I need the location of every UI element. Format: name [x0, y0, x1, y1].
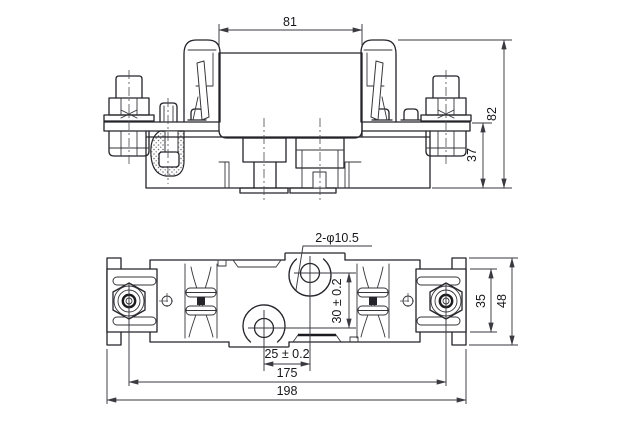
fuse-clip-right: [360, 39, 397, 123]
hole-centerlines: [248, 256, 356, 371]
terminal-plate-right: [361, 121, 471, 138]
dim-198-label: 198: [277, 384, 298, 398]
plate-screw-right-2: [400, 108, 422, 121]
rivet-left: [159, 293, 175, 309]
dim-81: 81: [218, 15, 363, 46]
fuse-body: [218, 52, 363, 139]
dim-175: 175: [128, 283, 447, 386]
rivet-right: [400, 293, 416, 309]
dim-35-label: 35: [474, 294, 488, 308]
dim-198: 198: [106, 349, 467, 404]
dim-30: 30 ± 0.2: [330, 272, 352, 329]
dim-holes: 2-φ10.5: [295, 231, 372, 291]
dim-81-label: 81: [283, 15, 297, 29]
plate-slots-right: [416, 276, 461, 326]
dim-37: 37: [465, 122, 492, 189]
dim-48-label: 48: [495, 294, 509, 308]
clip-cavity-walls: [184, 263, 390, 339]
fuse-clip-left: [183, 39, 221, 123]
base: [145, 118, 431, 200]
front-view: 81 82 37: [103, 15, 512, 200]
dim-82: 82: [398, 39, 512, 189]
feet-centerlines: [263, 118, 321, 200]
terminal-bolt-left: [103, 70, 155, 166]
dim-175-label: 175: [277, 366, 298, 380]
dim-37-label: 37: [465, 148, 479, 162]
dim-82-label: 82: [485, 107, 499, 121]
fuse-clip-top-left: [185, 266, 217, 338]
dim-25-label: 25 ± 0.2: [264, 347, 309, 361]
terminal-bolt-right: [420, 70, 472, 166]
base-center-tab: [312, 171, 327, 189]
plate-slots-left: [112, 276, 157, 326]
dim-48: 48: [469, 257, 518, 346]
plan-view: 2-φ10.5 30 ± 0.2 25 ± 0.2 175 198 35: [106, 231, 518, 404]
fuse-clip-top-right: [357, 266, 389, 338]
dim-30-label: 30 ± 0.2: [330, 278, 344, 323]
dim-35: 35: [470, 268, 497, 333]
dim-25: 25 ± 0.2: [263, 347, 311, 367]
body-outline: [149, 259, 421, 343]
dim-holes-label: 2-φ10.5: [315, 231, 359, 245]
